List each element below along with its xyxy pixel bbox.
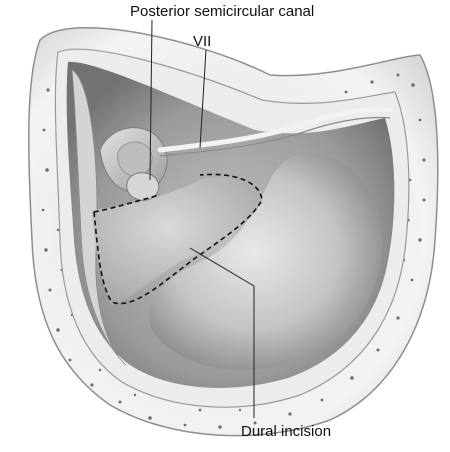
dural-incision-top: [93, 194, 161, 213]
leader-posterior-canal: [149, 19, 153, 181]
label-vii: VII: [193, 33, 212, 50]
dura-bulge: [148, 154, 383, 370]
facial-nerve-ridge: [157, 107, 393, 153]
leader-dural-incision: [189, 247, 255, 418]
label-dural-incision: Dural incision: [241, 423, 332, 440]
label-posterior-semicircular-canal: Posterior semicircular canal: [130, 3, 315, 20]
dura-triangle: [92, 176, 262, 305]
dural-incision-line: [93, 173, 263, 305]
leader-vii: [199, 49, 207, 149]
semicircular-canal-inner: [117, 141, 153, 177]
facial-nerve-ridge-shadow: [159, 116, 391, 157]
sigmoid-groove: [71, 69, 127, 366]
